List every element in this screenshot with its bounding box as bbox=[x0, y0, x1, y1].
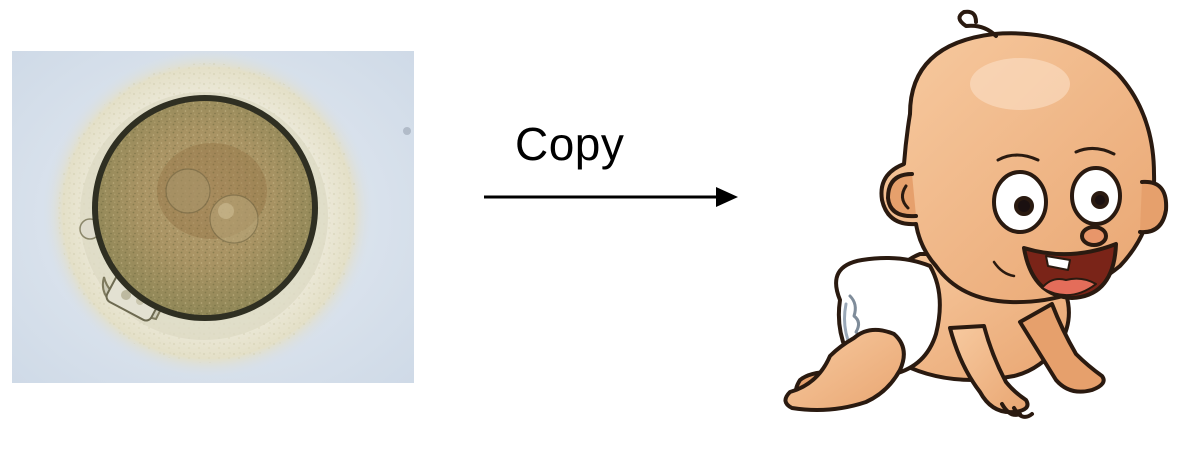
right-arrow-icon bbox=[484, 184, 740, 210]
egg-cell-image bbox=[12, 51, 414, 383]
copy-label: Copy bbox=[515, 118, 625, 170]
baby-cartoon-image bbox=[770, 4, 1190, 432]
oocyte-micrograph-icon bbox=[12, 51, 414, 383]
crawling-baby-icon bbox=[783, 9, 1169, 419]
